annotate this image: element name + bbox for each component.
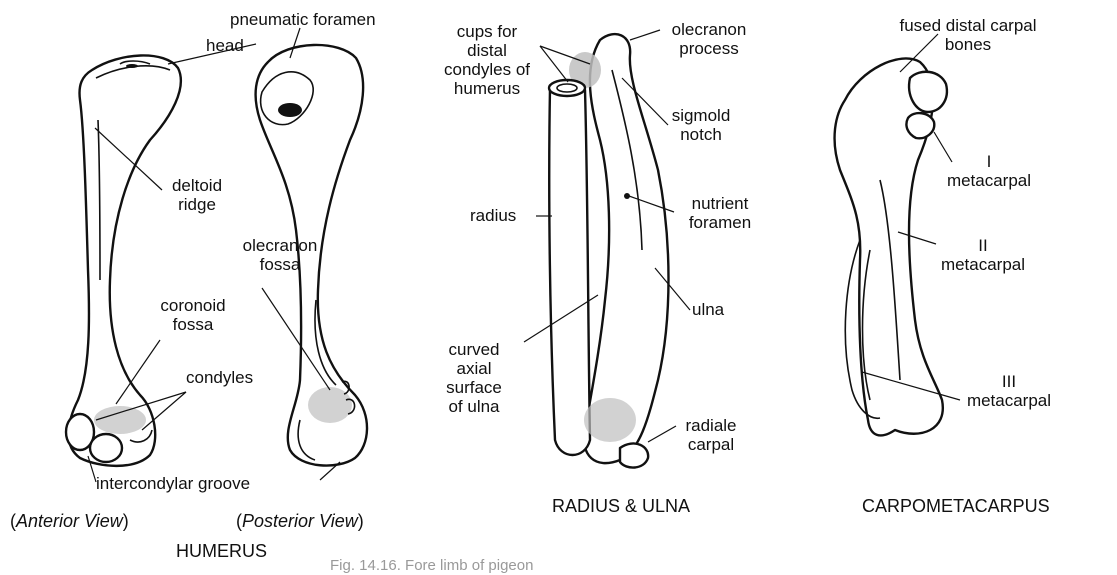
label-curved-line3: surface [436,378,512,397]
label-metacarpal-2-num: II [936,236,1030,255]
label-sigmoid-notch: sigmold notch [664,106,738,144]
label-cups-for-distal-condyles: cups for distal condyles of humerus [430,22,544,98]
label-radiale-carpal-line2: carpal [676,435,746,454]
label-cups-line4: humerus [430,79,544,98]
label-pneumatic-foramen: pneumatic foramen [230,10,376,29]
caption-carpometacarpus: CARPOMETACARPUS [862,497,1050,516]
label-head: head [206,36,244,55]
label-olecranon-fossa-line1: olecranon [232,236,328,255]
posterior-view-text: Posterior View [242,511,358,531]
label-metacarpal-2: II metacarpal [936,236,1030,274]
label-fused-line1: fused distal carpal [884,16,1052,35]
label-coronoid-fossa-line2: fossa [150,315,236,334]
label-fused-line2: bones [884,35,1052,54]
label-metacarpal-3-text: metacarpal [962,391,1056,410]
label-deltoid-ridge-line1: deltoid [162,176,232,195]
label-radiale-carpal-line1: radiale [676,416,746,435]
label-olecranon-fossa: olecranon fossa [232,236,328,274]
label-cups-line1: cups for [430,22,544,41]
label-condyles: condyles [186,368,253,387]
label-metacarpal-3-num: III [962,372,1056,391]
label-coronoid-fossa-line1: coronoid [150,296,236,315]
label-deltoid-ridge: deltoid ridge [162,176,232,214]
label-olecranon-process-line2: process [660,39,758,58]
label-nutrient-foramen-line1: nutrient [674,194,766,213]
label-metacarpal-1-num: I [942,152,1036,171]
label-anterior-view: (Anterior View) [10,512,129,531]
label-radiale-carpal: radiale carpal [676,416,746,454]
label-curved-line4: of ulna [436,397,512,416]
label-coronoid-fossa: coronoid fossa [150,296,236,334]
label-posterior-view: (Posterior View) [236,512,364,531]
caption-humerus: HUMERUS [176,542,267,561]
label-nutrient-foramen: nutrient foramen [674,194,766,232]
label-intercondylar-groove: intercondylar groove [96,474,250,493]
label-deltoid-ridge-line2: ridge [162,195,232,214]
label-curved-line2: axial [436,359,512,378]
label-nutrient-foramen-line2: foramen [674,213,766,232]
label-metacarpal-2-text: metacarpal [936,255,1030,274]
label-curved-line1: curved [436,340,512,359]
anterior-view-text: Anterior View [16,511,123,531]
humerus-anterior-drawing [66,55,181,465]
label-fused-distal-carpal-bones: fused distal carpal bones [884,16,1052,54]
label-olecranon-process-line1: olecranon [660,20,758,39]
label-ulna: ulna [692,300,724,319]
label-cups-line3: condyles of [430,60,544,79]
label-radius: radius [470,206,516,225]
radius-ulna-drawing [549,34,669,467]
carpometacarpus-drawing [835,58,947,435]
label-olecranon-fossa-line2: fossa [232,255,328,274]
label-metacarpal-3: III metacarpal [962,372,1056,410]
label-metacarpal-1-text: metacarpal [942,171,1036,190]
label-curved-axial-surface: curved axial surface of ulna [436,340,512,416]
label-cups-line2: distal [430,41,544,60]
label-olecranon-process: olecranon process [660,20,758,58]
label-sigmoid-notch-line1: sigmold [664,106,738,125]
figure-caption: Fig. 14.16. Fore limb of pigeon [330,556,533,575]
label-metacarpal-1: I metacarpal [942,152,1036,190]
label-sigmoid-notch-line2: notch [664,125,738,144]
caption-radius-ulna: RADIUS & ULNA [552,497,690,516]
